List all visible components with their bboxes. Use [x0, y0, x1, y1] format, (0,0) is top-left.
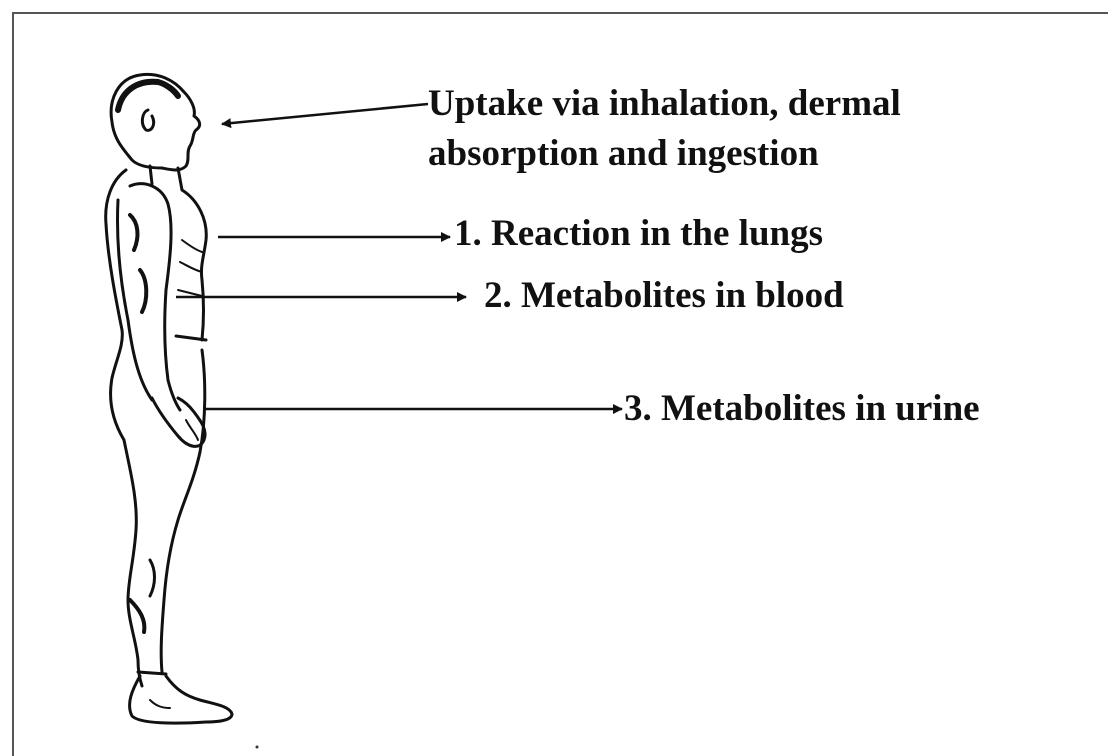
urine-label: 3. Metabolites in urine	[624, 384, 980, 434]
uptake-label: Uptake via inhalation, dermal absorption…	[428, 79, 901, 179]
uptake-label-line1: Uptake via inhalation, dermal	[428, 79, 901, 129]
lungs-label: 1. Reaction in the lungs	[454, 209, 823, 259]
human-figure-icon	[106, 74, 232, 723]
arrow-uptake	[222, 104, 428, 124]
uptake-label-line2: absorption and ingestion	[428, 129, 901, 179]
stray-dot	[256, 746, 259, 749]
blood-label: 2. Metabolites in blood	[484, 271, 844, 321]
